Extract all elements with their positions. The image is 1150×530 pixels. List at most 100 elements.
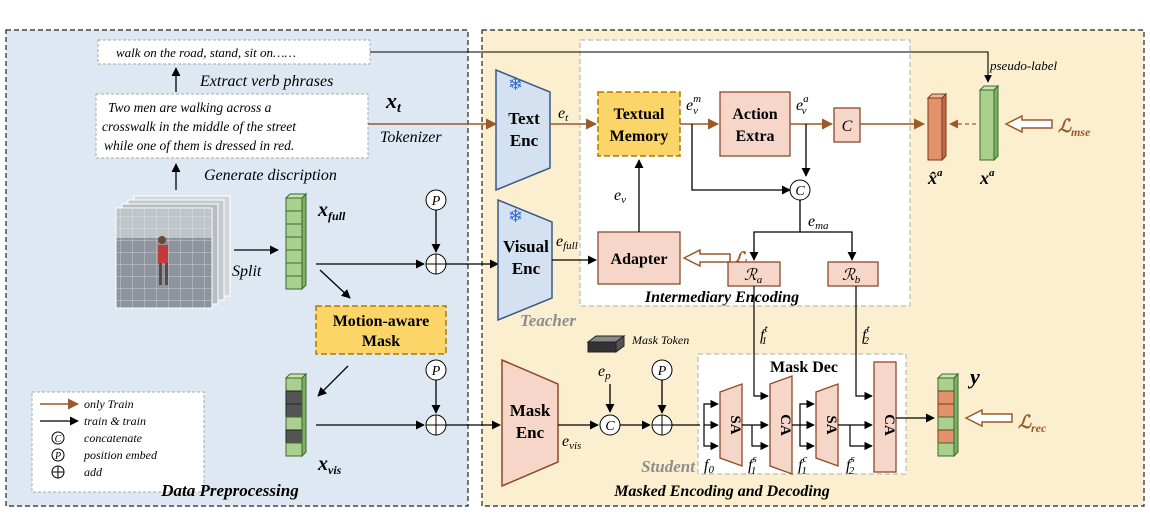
caption-line-3: while one of them is dressed in red. (104, 138, 294, 153)
arrow-xfull-to-mask (319, 269, 351, 299)
e-t-symbol: et (558, 105, 569, 124)
r-b-box (827, 261, 879, 287)
textual-memory-line-1: Textual (614, 106, 666, 123)
verb-phrases-text: walk on the road, stand, sit on…… (116, 45, 296, 60)
text-enc-block (495, 68, 551, 192)
legend-concat-icon (51, 431, 65, 445)
sa-block-1 (719, 383, 743, 467)
snowflake-icon-visual: ❄ (508, 206, 523, 226)
sa-block-2 (815, 383, 839, 467)
sa-block-1-label: SA (727, 415, 743, 434)
action-extra-box (719, 91, 791, 157)
e-v-symbol: ev (614, 187, 626, 206)
text-enc-line-2: Enc (510, 131, 539, 150)
caption-box (95, 93, 369, 159)
ca-block-2 (873, 361, 897, 473)
pseudo-label-text: pseudo-label (989, 58, 1058, 73)
teacher-label: Teacher (520, 311, 576, 330)
mask-token-icon (586, 335, 626, 353)
y-token-stack (936, 372, 960, 458)
mask-enc-line-2: Enc (516, 423, 545, 442)
x-full-symbol: xfull (317, 199, 346, 223)
legend-concat-symbol: C (55, 434, 62, 445)
position-embed-label-bottom: P (431, 364, 441, 379)
text-enc-line-1: Text (508, 109, 540, 128)
e-p-symbol: ep (598, 363, 611, 382)
mask-token-label: Mask Token (631, 333, 689, 347)
student-label: Student (641, 457, 696, 476)
x-a-token-stack (978, 84, 1000, 162)
arrow-verbs-to-pseudo-label (370, 51, 992, 83)
r-b-symbol: ℛb (842, 267, 861, 286)
position-embed-label-student: P (657, 364, 667, 379)
x-hat-a-token-stack (926, 92, 948, 162)
legend-position-icon (51, 448, 65, 462)
visual-enc-line-2: Enc (512, 259, 541, 278)
arrow-rb-to-ca2 (855, 286, 873, 401)
adapter-label: Adapter (611, 251, 668, 268)
l-con-arrow (682, 248, 731, 268)
caption-line-1: Two men are walking across a (108, 100, 272, 115)
legend-concatenate: concatenate (84, 431, 143, 445)
x-vis-token-stack (284, 372, 308, 458)
legend-add: add (84, 465, 103, 479)
verb-phrases-box (97, 39, 371, 65)
legend-position-symbol: P (54, 451, 61, 462)
legend-position-embed: position embed (83, 448, 158, 462)
extract-verb-label: Extract verb phrases (199, 73, 333, 90)
mask-enc-block (501, 358, 559, 488)
e-ma-symbol: ema (808, 213, 829, 232)
textual-memory-line-2: Memory (610, 128, 669, 145)
x-vis-symbol: xvis (317, 453, 342, 477)
l-rec-symbol: ℒrec (1018, 412, 1047, 435)
y-symbol: y (967, 364, 980, 389)
arrow-ra-to-ca1 (753, 286, 769, 401)
textual-memory-box (597, 91, 681, 157)
x-full-token-stack (284, 192, 308, 291)
x-t-symbol: xt (385, 88, 402, 116)
e-full-symbol: efull (556, 233, 578, 252)
motion-mask-line-2: Mask (362, 333, 400, 350)
c-box-label: C (842, 118, 853, 135)
split-label: Split (232, 263, 262, 280)
position-embed-label-top: P (431, 194, 441, 209)
visual-enc-line-1: Visual (503, 237, 549, 256)
f0-symbol: f0 (704, 457, 714, 476)
mask-dec-label: Mask Dec (770, 359, 838, 376)
data-preprocessing-title: Data Preprocessing (160, 481, 299, 500)
mask-enc-line-1: Mask (510, 401, 551, 420)
concat-label-teacher: C (795, 184, 805, 199)
arrow-ema-to-rb (800, 231, 857, 261)
c-box (833, 107, 861, 143)
arrow-mask-to-xvis (317, 365, 349, 397)
snowflake-icon-text: ❄ (508, 74, 523, 94)
video-frames-image (115, 195, 231, 309)
action-extra-line-2: Extra (735, 128, 774, 145)
l-mse-symbol: ℒmse (1058, 116, 1091, 139)
visual-enc-block (497, 198, 553, 322)
arrow-evm-to-concat (691, 124, 791, 195)
generate-description-label: Generate discription (204, 167, 337, 184)
e-vis-symbol: evis (562, 433, 581, 452)
x-hat-a-symbol: x̂a (927, 167, 943, 188)
motion-mask-line-1: Motion-aware (333, 313, 430, 330)
r-a-symbol: ℛa (744, 267, 763, 286)
x-a-symbol: xa (979, 167, 995, 188)
ca-block-1-label: CA (777, 414, 793, 436)
ca-block-1 (769, 375, 793, 475)
adapter-box (597, 231, 681, 285)
masked-encoding-title: Masked Encoding and Decoding (613, 483, 830, 500)
l-rec-arrow (964, 408, 1013, 428)
legend-only-train: only Train (84, 397, 134, 411)
intermediary-encoding-title: Intermediary Encoding (644, 289, 799, 306)
arrow-ema-to-ra (749, 200, 801, 261)
